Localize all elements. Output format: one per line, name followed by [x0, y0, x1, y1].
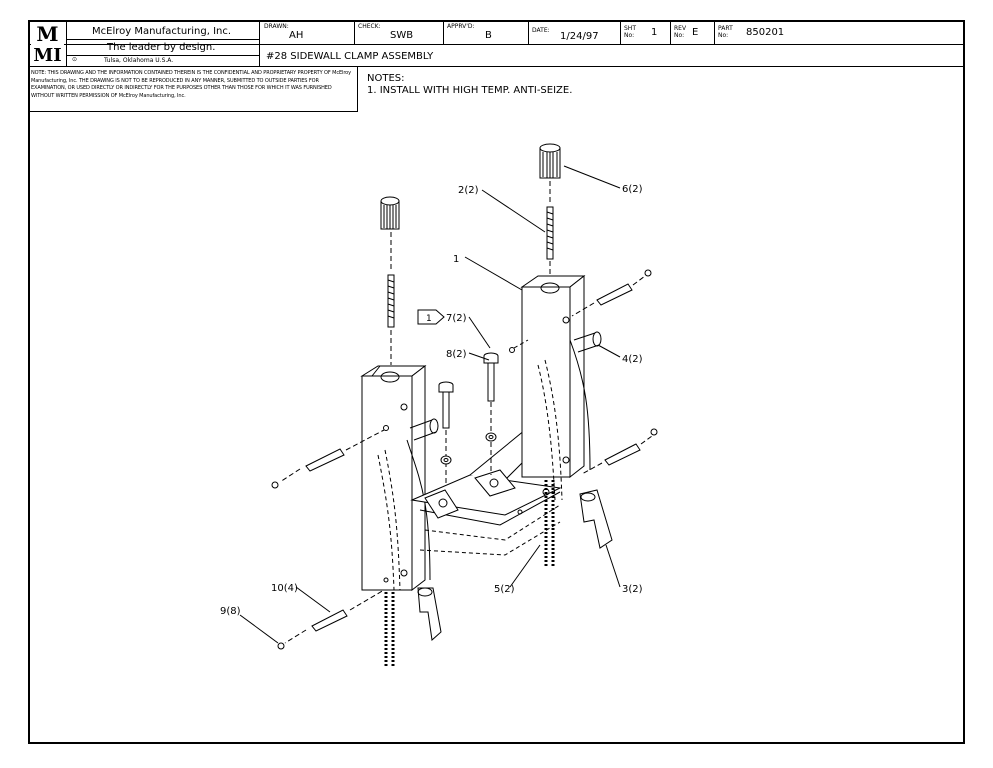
center-crossbar	[410, 429, 562, 556]
left-bolt	[438, 381, 454, 500]
notes-heading: NOTES:	[367, 73, 405, 84]
drawing-sheet	[28, 20, 965, 744]
sheet-value: 1	[651, 27, 658, 38]
callout-7: 7(2)	[446, 313, 467, 324]
mmi-logo: M MI	[31, 23, 64, 63]
date-label: DATE:	[532, 27, 550, 34]
callout-3: 3(2)	[622, 584, 643, 595]
approved-value: B	[485, 30, 492, 41]
rev-label: REV No:	[674, 25, 687, 39]
drawn-label: DRAWN:	[264, 23, 289, 30]
callout-1: 1	[453, 254, 459, 265]
left-pin-lower	[277, 589, 385, 650]
callout-7-flag	[417, 309, 445, 325]
callout-2: 2(2)	[458, 185, 479, 196]
callout-5: 5(2)	[494, 584, 515, 595]
left-knob	[380, 196, 400, 230]
proprietary-note: NOTE: THIS DRAWING AND THE INFORMATION C…	[31, 70, 351, 99]
left-chain	[384, 592, 395, 668]
right-knob	[539, 143, 561, 179]
sheet-label: SHT No:	[624, 25, 636, 39]
callout-8: 8(2)	[446, 349, 467, 360]
left-pin-upper	[271, 425, 389, 489]
right-threaded-rod	[546, 206, 554, 260]
callout-9: 9(8)	[220, 606, 241, 617]
drawing-title: #28 SIDEWALL CLAMP ASSEMBLY	[266, 51, 434, 62]
right-bolt	[483, 352, 499, 475]
left-upright	[360, 364, 427, 592]
right-roller	[573, 331, 602, 353]
part-label: PART No:	[718, 25, 733, 39]
part-value: 850201	[746, 27, 785, 38]
callout-10: 10(4)	[271, 583, 298, 594]
leader-lines	[239, 165, 621, 644]
left-roller	[409, 418, 439, 441]
svg-text:MI: MI	[33, 45, 61, 63]
right-pin-upper	[571, 269, 652, 317]
company-tagline: The leader by design.	[107, 42, 216, 53]
right-clamp-pad	[579, 489, 613, 549]
check-value: SWB	[390, 30, 414, 41]
drawn-value: AH	[289, 30, 304, 41]
left-clamp-pad	[417, 587, 442, 641]
left-threaded-rod	[387, 274, 395, 328]
company-location: Tulsa, Oklahoma U.S.A.	[104, 57, 174, 64]
callout-6: 6(2)	[622, 184, 643, 195]
note-item-1: 1. INSTALL WITH HIGH TEMP. ANTI-SEIZE.	[367, 85, 573, 96]
date-value: 1/24/97	[560, 31, 599, 42]
svg-text:M: M	[36, 23, 58, 46]
check-label: CHECK:	[358, 23, 381, 30]
callout-4: 4(2)	[622, 354, 643, 365]
right-upright	[520, 274, 586, 479]
right-pin-lower	[581, 428, 658, 475]
approved-label: APPRV'D:	[447, 23, 475, 30]
registered-mark-icon: ⊙	[72, 56, 78, 63]
rev-value: E	[692, 27, 699, 38]
right-clamp-bar	[537, 339, 591, 501]
callout-7-flag-number: 1	[426, 314, 432, 324]
company-name: McElroy Manufacturing, Inc.	[92, 26, 232, 37]
